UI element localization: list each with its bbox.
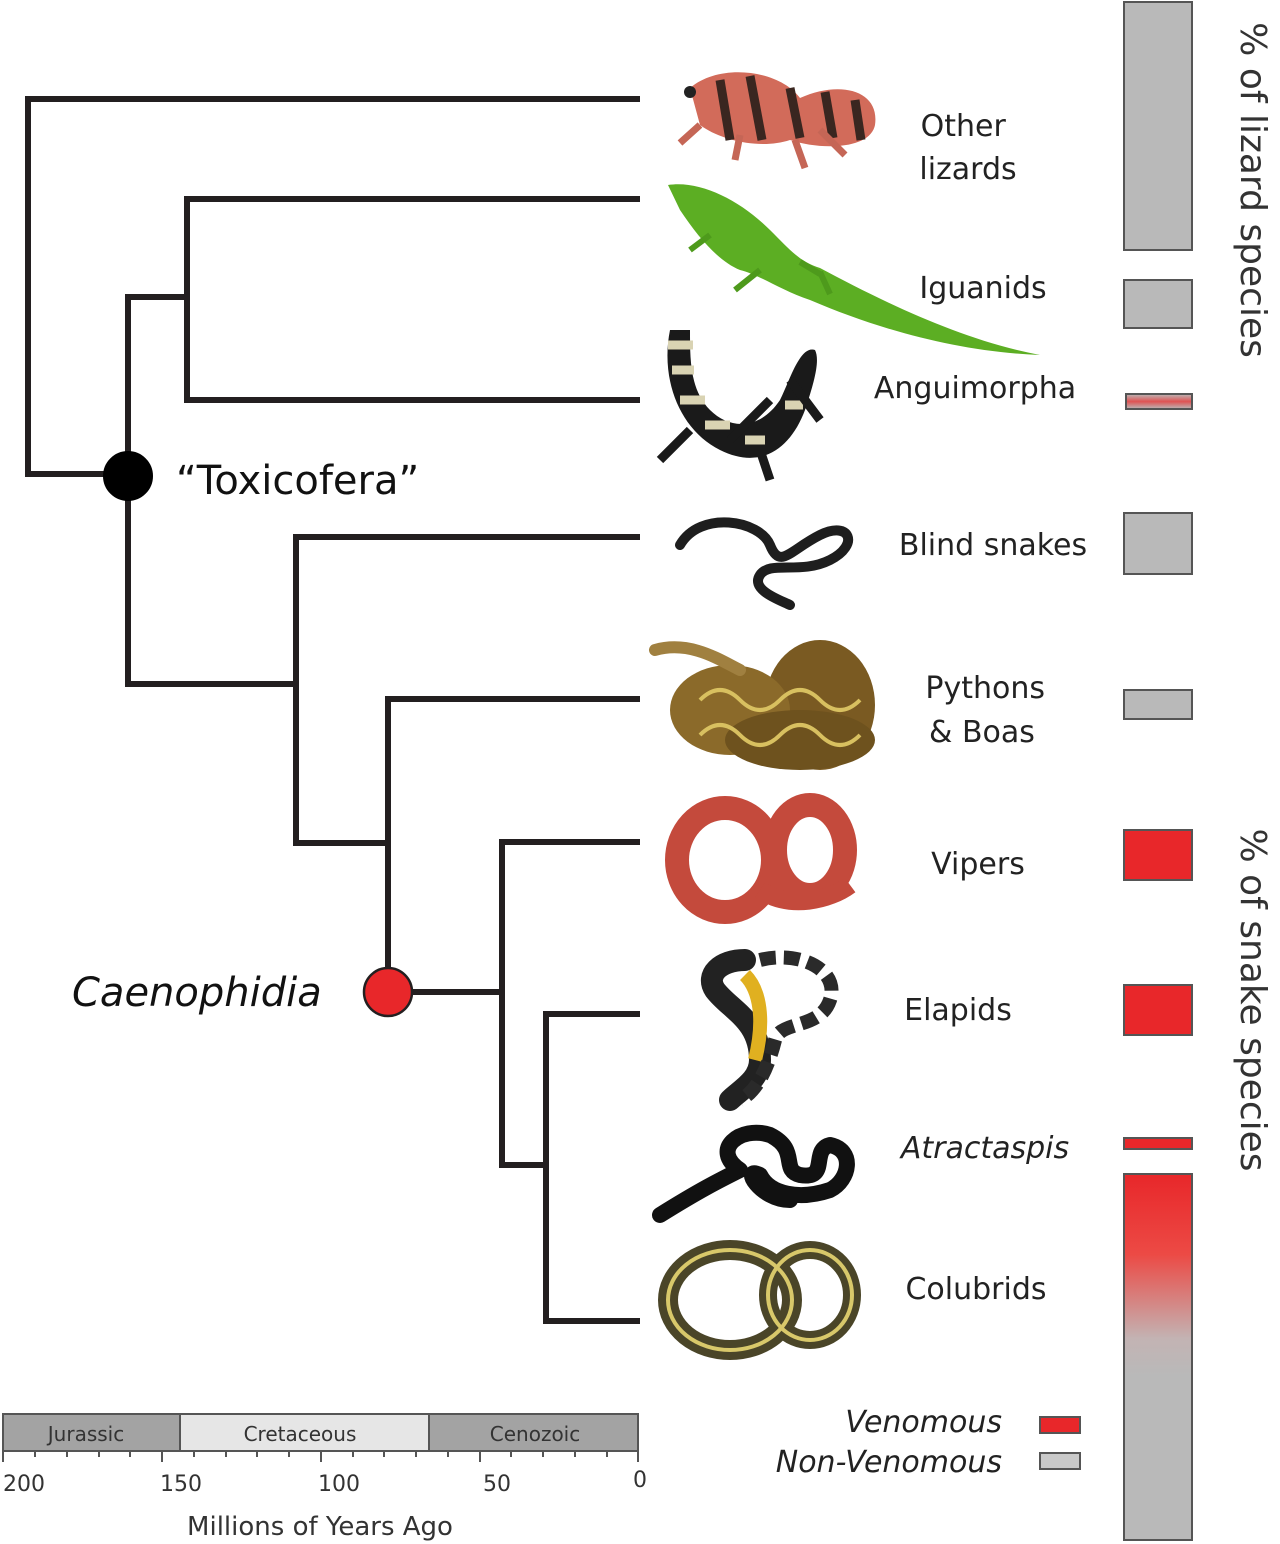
- species-bars: [1123, 1, 1193, 1541]
- timescale-title: Millions of Years Ago: [187, 1512, 453, 1542]
- node-markers: [103, 451, 414, 1018]
- black-snake-picture: [652, 1124, 855, 1223]
- branch-caenophidia: [388, 839, 640, 1168]
- bar-colubrids: [1123, 1173, 1193, 1541]
- taxon-label-other-lizards-line2: lizards: [919, 152, 1016, 187]
- period-jurassic: [2, 1413, 181, 1452]
- bar-other-lizards: [1123, 1, 1193, 251]
- animal-pictures: [649, 72, 1040, 1360]
- branch-root: [25, 97, 128, 477]
- period-label-cenozoic: Cenozoic: [490, 1422, 580, 1446]
- bar-elapids: [1123, 984, 1193, 1036]
- cobra-picture: [700, 949, 839, 1111]
- legend: Venomous Non-Venomous: [776, 1405, 1081, 1480]
- anole-picture: [668, 184, 1040, 355]
- taxon-label-vipers: Vipers: [931, 847, 1025, 882]
- blind-snake-picture: [675, 517, 854, 610]
- taxon-label-other-lizards-line1: Other: [921, 109, 1007, 144]
- gecko-picture: [677, 72, 876, 170]
- tick-label-50: 50: [483, 1472, 511, 1497]
- bar-iguanids: [1123, 279, 1193, 329]
- caenophidia-label: Caenophidia: [72, 970, 322, 1016]
- branch-colubroidea: [543, 1011, 640, 1324]
- period-label-jurassic: Jurassic: [46, 1422, 124, 1446]
- phylogenetic-tree: [25, 96, 640, 1324]
- taxon-label-anguimorpha: Anguimorpha: [874, 371, 1076, 406]
- branch-iguania-anguimorpha: [125, 196, 640, 403]
- timescale: Jurassic Cretaceous Cenozoic: [2, 1413, 647, 1542]
- tick-label-0: 0: [633, 1468, 647, 1493]
- taxon-label-iguanids: Iguanids: [919, 271, 1046, 306]
- bar-anguimorpha: [1125, 393, 1193, 410]
- viper-picture: [665, 793, 857, 924]
- gila-monster-picture: [656, 330, 824, 482]
- snake-bar-title: % of snake species: [1232, 828, 1273, 1171]
- taxon-label-pythons-boas-line1: Pythons: [925, 671, 1045, 706]
- taxon-labels: Other lizards Iguanids Anguimorpha Blind…: [874, 109, 1087, 1307]
- bar-pythons-boas: [1123, 689, 1193, 720]
- tick-label-150: 150: [160, 1472, 202, 1497]
- tick-label-100: 100: [318, 1472, 360, 1497]
- tick-label-200: 200: [3, 1472, 45, 1497]
- taxon-label-blind-snakes: Blind snakes: [899, 528, 1087, 563]
- period-label-cretaceous: Cretaceous: [244, 1422, 357, 1446]
- taxon-label-elapids: Elapids: [904, 993, 1012, 1028]
- toxicofera-label: “Toxicofera”: [176, 458, 419, 504]
- legend-label-venomous: Venomous: [845, 1405, 1002, 1440]
- lizard-bar-title: % of lizard species: [1232, 22, 1273, 358]
- timescale-ticks: [2, 1451, 639, 1462]
- taxon-label-pythons-boas: Pythons & Boas: [925, 671, 1054, 750]
- bar-atractaspis: [1123, 1137, 1193, 1150]
- legend-swatch-venomous: [1039, 1416, 1081, 1434]
- toxicofera-node: [103, 451, 153, 501]
- bar-blind-snakes: [1123, 512, 1193, 575]
- taxon-label-colubrids: Colubrids: [905, 1272, 1046, 1307]
- python-picture: [649, 640, 875, 770]
- period-cenozoic: [428, 1413, 639, 1452]
- branch-snakes: [125, 534, 640, 843]
- taxon-label-other-lizards: Other lizards: [919, 109, 1016, 187]
- taxon-label-atractaspis: Atractaspis: [899, 1131, 1069, 1166]
- garter-snake-picture: [658, 1240, 861, 1360]
- caenophidia-node: [362, 966, 414, 1018]
- legend-swatch-non-venomous: [1039, 1452, 1081, 1470]
- bar-vipers: [1123, 829, 1193, 881]
- branch-alethinophidia: [293, 696, 640, 992]
- legend-label-non-venomous: Non-Venomous: [776, 1445, 1002, 1480]
- taxon-label-pythons-boas-line2: & Boas: [929, 715, 1035, 750]
